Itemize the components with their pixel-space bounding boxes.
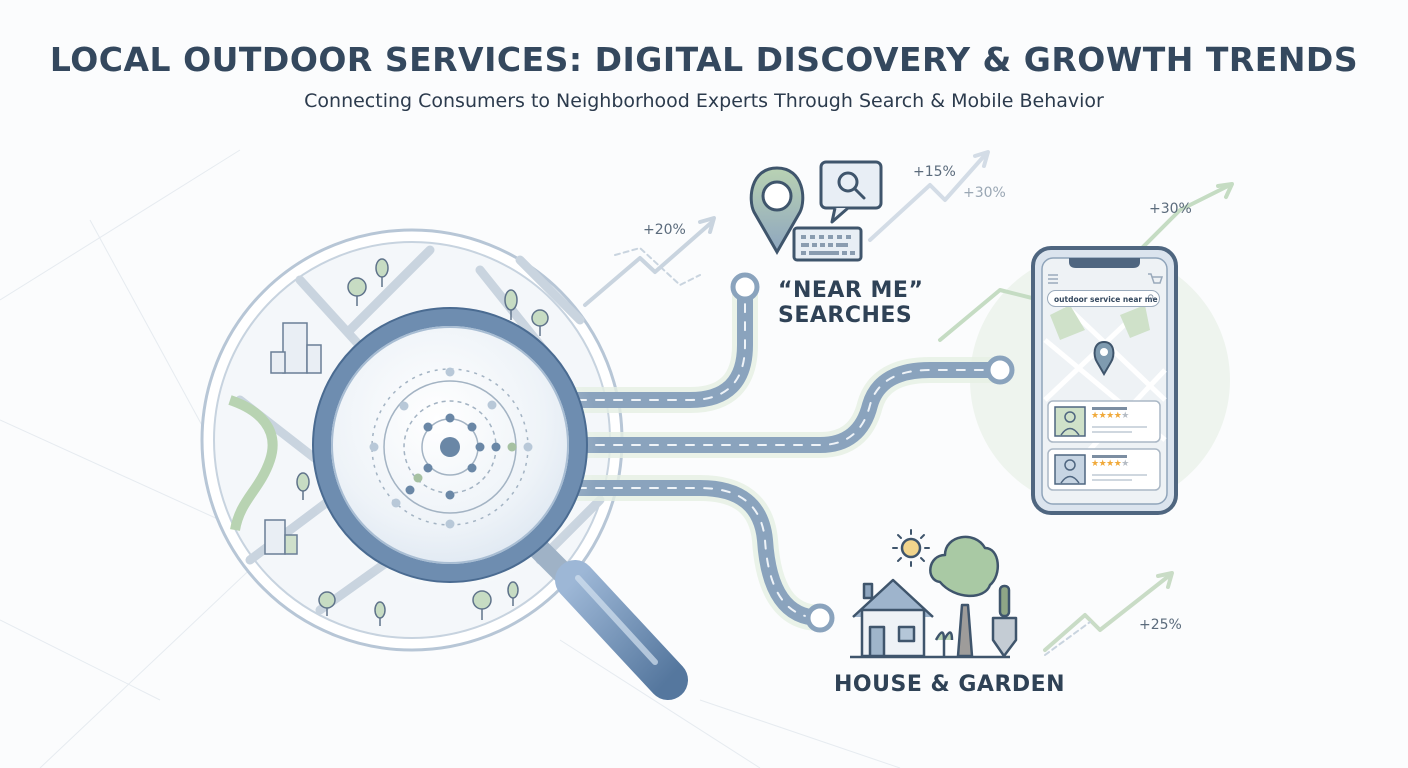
near-me-line2: SEARCHES xyxy=(778,303,913,328)
growth-label-house-garden: +25% xyxy=(1139,617,1182,633)
review-stars-1: ★★★★★ xyxy=(1091,411,1129,421)
connector-roads xyxy=(547,277,1013,631)
connector-endpoints xyxy=(730,272,1015,633)
page-title: LOCAL OUTDOOR SERVICES: DIGITAL DISCOVER… xyxy=(49,40,1359,79)
review-stars-2: ★★★★★ xyxy=(1091,459,1129,469)
background-lines xyxy=(0,149,901,768)
growth-label-mobile: +30% xyxy=(1149,201,1192,217)
growth-label-near-me-left: +20% xyxy=(643,222,686,238)
page-subtitle: Connecting Consumers to Neighborhood Exp… xyxy=(304,90,1104,112)
growth-arrows xyxy=(583,150,1234,656)
phone-search-icon: ⚲ xyxy=(1147,294,1154,304)
location-search-icon xyxy=(749,160,883,262)
near-me-label: “NEAR ME” SEARCHES xyxy=(778,278,923,328)
review-cards xyxy=(1047,400,1161,491)
house-garden-label: HOUSE & GARDEN xyxy=(834,672,1066,697)
phone-search-bar: outdoor service near me ⚲ xyxy=(1047,290,1160,307)
growth-label-near-me-top: +15% xyxy=(913,164,956,180)
magnifier-icon xyxy=(300,298,688,700)
growth-label-near-me-right: +30% xyxy=(963,185,1006,201)
near-me-line1: “NEAR ME” xyxy=(778,278,924,303)
house-garden-icon xyxy=(850,529,1018,659)
phone-search-text: outdoor service near me xyxy=(1054,295,1158,304)
